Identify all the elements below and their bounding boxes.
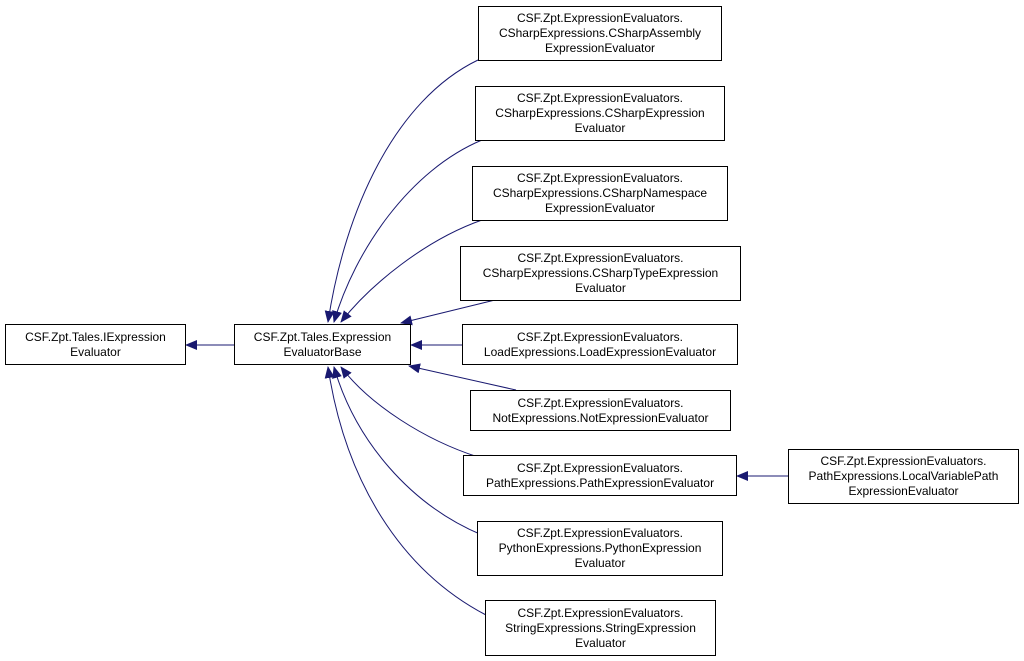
node-label-line: CSF.Zpt.Tales.IExpression xyxy=(25,329,166,344)
edge-not-to-base xyxy=(408,363,517,391)
node-label-line: NotExpressions.NotExpressionEvaluator xyxy=(492,410,709,425)
node-string-expression-evaluator[interactable]: CSF.Zpt.ExpressionEvaluators. StringExpr… xyxy=(485,600,716,656)
node-iexpression-evaluator[interactable]: CSF.Zpt.Tales.IExpression Evaluator xyxy=(5,324,186,365)
node-label-line: CSF.Zpt.ExpressionEvaluators. xyxy=(516,526,684,540)
edge-python-to-base xyxy=(332,366,483,536)
node-expression-evaluator-base[interactable]: CSF.Zpt.Tales.Expression EvaluatorBase xyxy=(234,324,411,365)
node-label-line: StringExpressions.StringExpression xyxy=(505,620,696,635)
node-label-line: CSF.Zpt.ExpressionEvaluators. xyxy=(516,171,684,185)
node-label-line: ExpressionEvaluator xyxy=(544,41,656,55)
node-label-line: PathExpressions.PathExpressionEvaluator xyxy=(485,475,715,490)
node-label-line: ExpressionEvaluator xyxy=(544,201,656,215)
node-csharp-type-expression-evaluator[interactable]: CSF.Zpt.ExpressionEvaluators. CSharpExpr… xyxy=(460,246,741,301)
node-label-line: ExpressionEvaluator xyxy=(848,484,959,498)
node-label-line: CSF.Zpt.ExpressionEvaluators. xyxy=(517,395,684,410)
node-not-expression-evaluator[interactable]: CSF.Zpt.ExpressionEvaluators. NotExpress… xyxy=(470,390,731,431)
node-label-line: Evaluator xyxy=(575,635,626,650)
node-load-expression-evaluator[interactable]: CSF.Zpt.ExpressionEvaluators. LoadExpres… xyxy=(462,324,738,365)
node-label-line: Evaluator xyxy=(575,281,626,295)
node-label-line: CSF.Zpt.ExpressionEvaluators. xyxy=(517,605,684,620)
node-label-line: CSF.Zpt.ExpressionEvaluators. xyxy=(820,454,987,468)
node-label-line: CSharpExpressions.CSharpTypeExpression xyxy=(482,266,719,280)
node-python-expression-evaluator[interactable]: CSF.Zpt.ExpressionEvaluators. PythonExpr… xyxy=(477,521,723,576)
node-label-line: CSF.Zpt.ExpressionEvaluators. xyxy=(516,329,684,344)
node-label-line: CSharpExpressions.CSharpAssembly xyxy=(498,26,702,40)
node-label-line: CSharpExpressions.CSharpExpression xyxy=(495,106,705,120)
edge-csharp-namespace-to-base xyxy=(340,219,483,323)
node-path-expression-evaluator[interactable]: CSF.Zpt.ExpressionEvaluators. PathExpres… xyxy=(463,455,737,496)
node-label-line: CSF.Zpt.ExpressionEvaluators. xyxy=(516,91,684,105)
node-label-line: PythonExpressions.PythonExpression xyxy=(498,541,702,555)
node-label-line: Evaluator xyxy=(574,556,626,570)
edge-csharp-type-to-base xyxy=(400,299,496,326)
node-label-line: CSF.Zpt.Tales.Expression xyxy=(253,329,392,344)
edge-path-to-base xyxy=(340,366,479,458)
edge-csharp-expression-to-base xyxy=(332,139,483,323)
node-label-line: LoadExpressions.LoadExpressionEvaluator xyxy=(483,344,717,359)
node-csharp-assembly-expression-evaluator[interactable]: CSF.Zpt.ExpressionEvaluators. CSharpExpr… xyxy=(478,6,722,61)
node-label-line: CSF.Zpt.ExpressionEvaluators. xyxy=(517,251,684,265)
node-label-line: Evaluator xyxy=(574,121,626,135)
node-label-line: CSF.Zpt.ExpressionEvaluators. xyxy=(516,11,684,25)
node-label-line: Evaluator xyxy=(70,344,121,359)
node-label-line: EvaluatorBase xyxy=(283,344,362,359)
node-csharp-namespace-expression-evaluator[interactable]: CSF.Zpt.ExpressionEvaluators. CSharpExpr… xyxy=(472,166,728,221)
node-local-variable-path-expression-evaluator[interactable]: CSF.Zpt.ExpressionEvaluators. PathExpres… xyxy=(788,449,1019,504)
node-label-line: CSF.Zpt.ExpressionEvaluators. xyxy=(516,460,684,475)
node-label-line: CSharpExpressions.CSharpNamespace xyxy=(492,186,708,200)
node-label-line: PathExpressions.LocalVariablePath xyxy=(808,469,999,483)
node-csharp-expression-evaluator[interactable]: CSF.Zpt.ExpressionEvaluators. CSharpExpr… xyxy=(475,86,725,141)
edge-string-to-base xyxy=(324,366,487,616)
edge-csharp-assembly-to-base xyxy=(324,59,479,323)
